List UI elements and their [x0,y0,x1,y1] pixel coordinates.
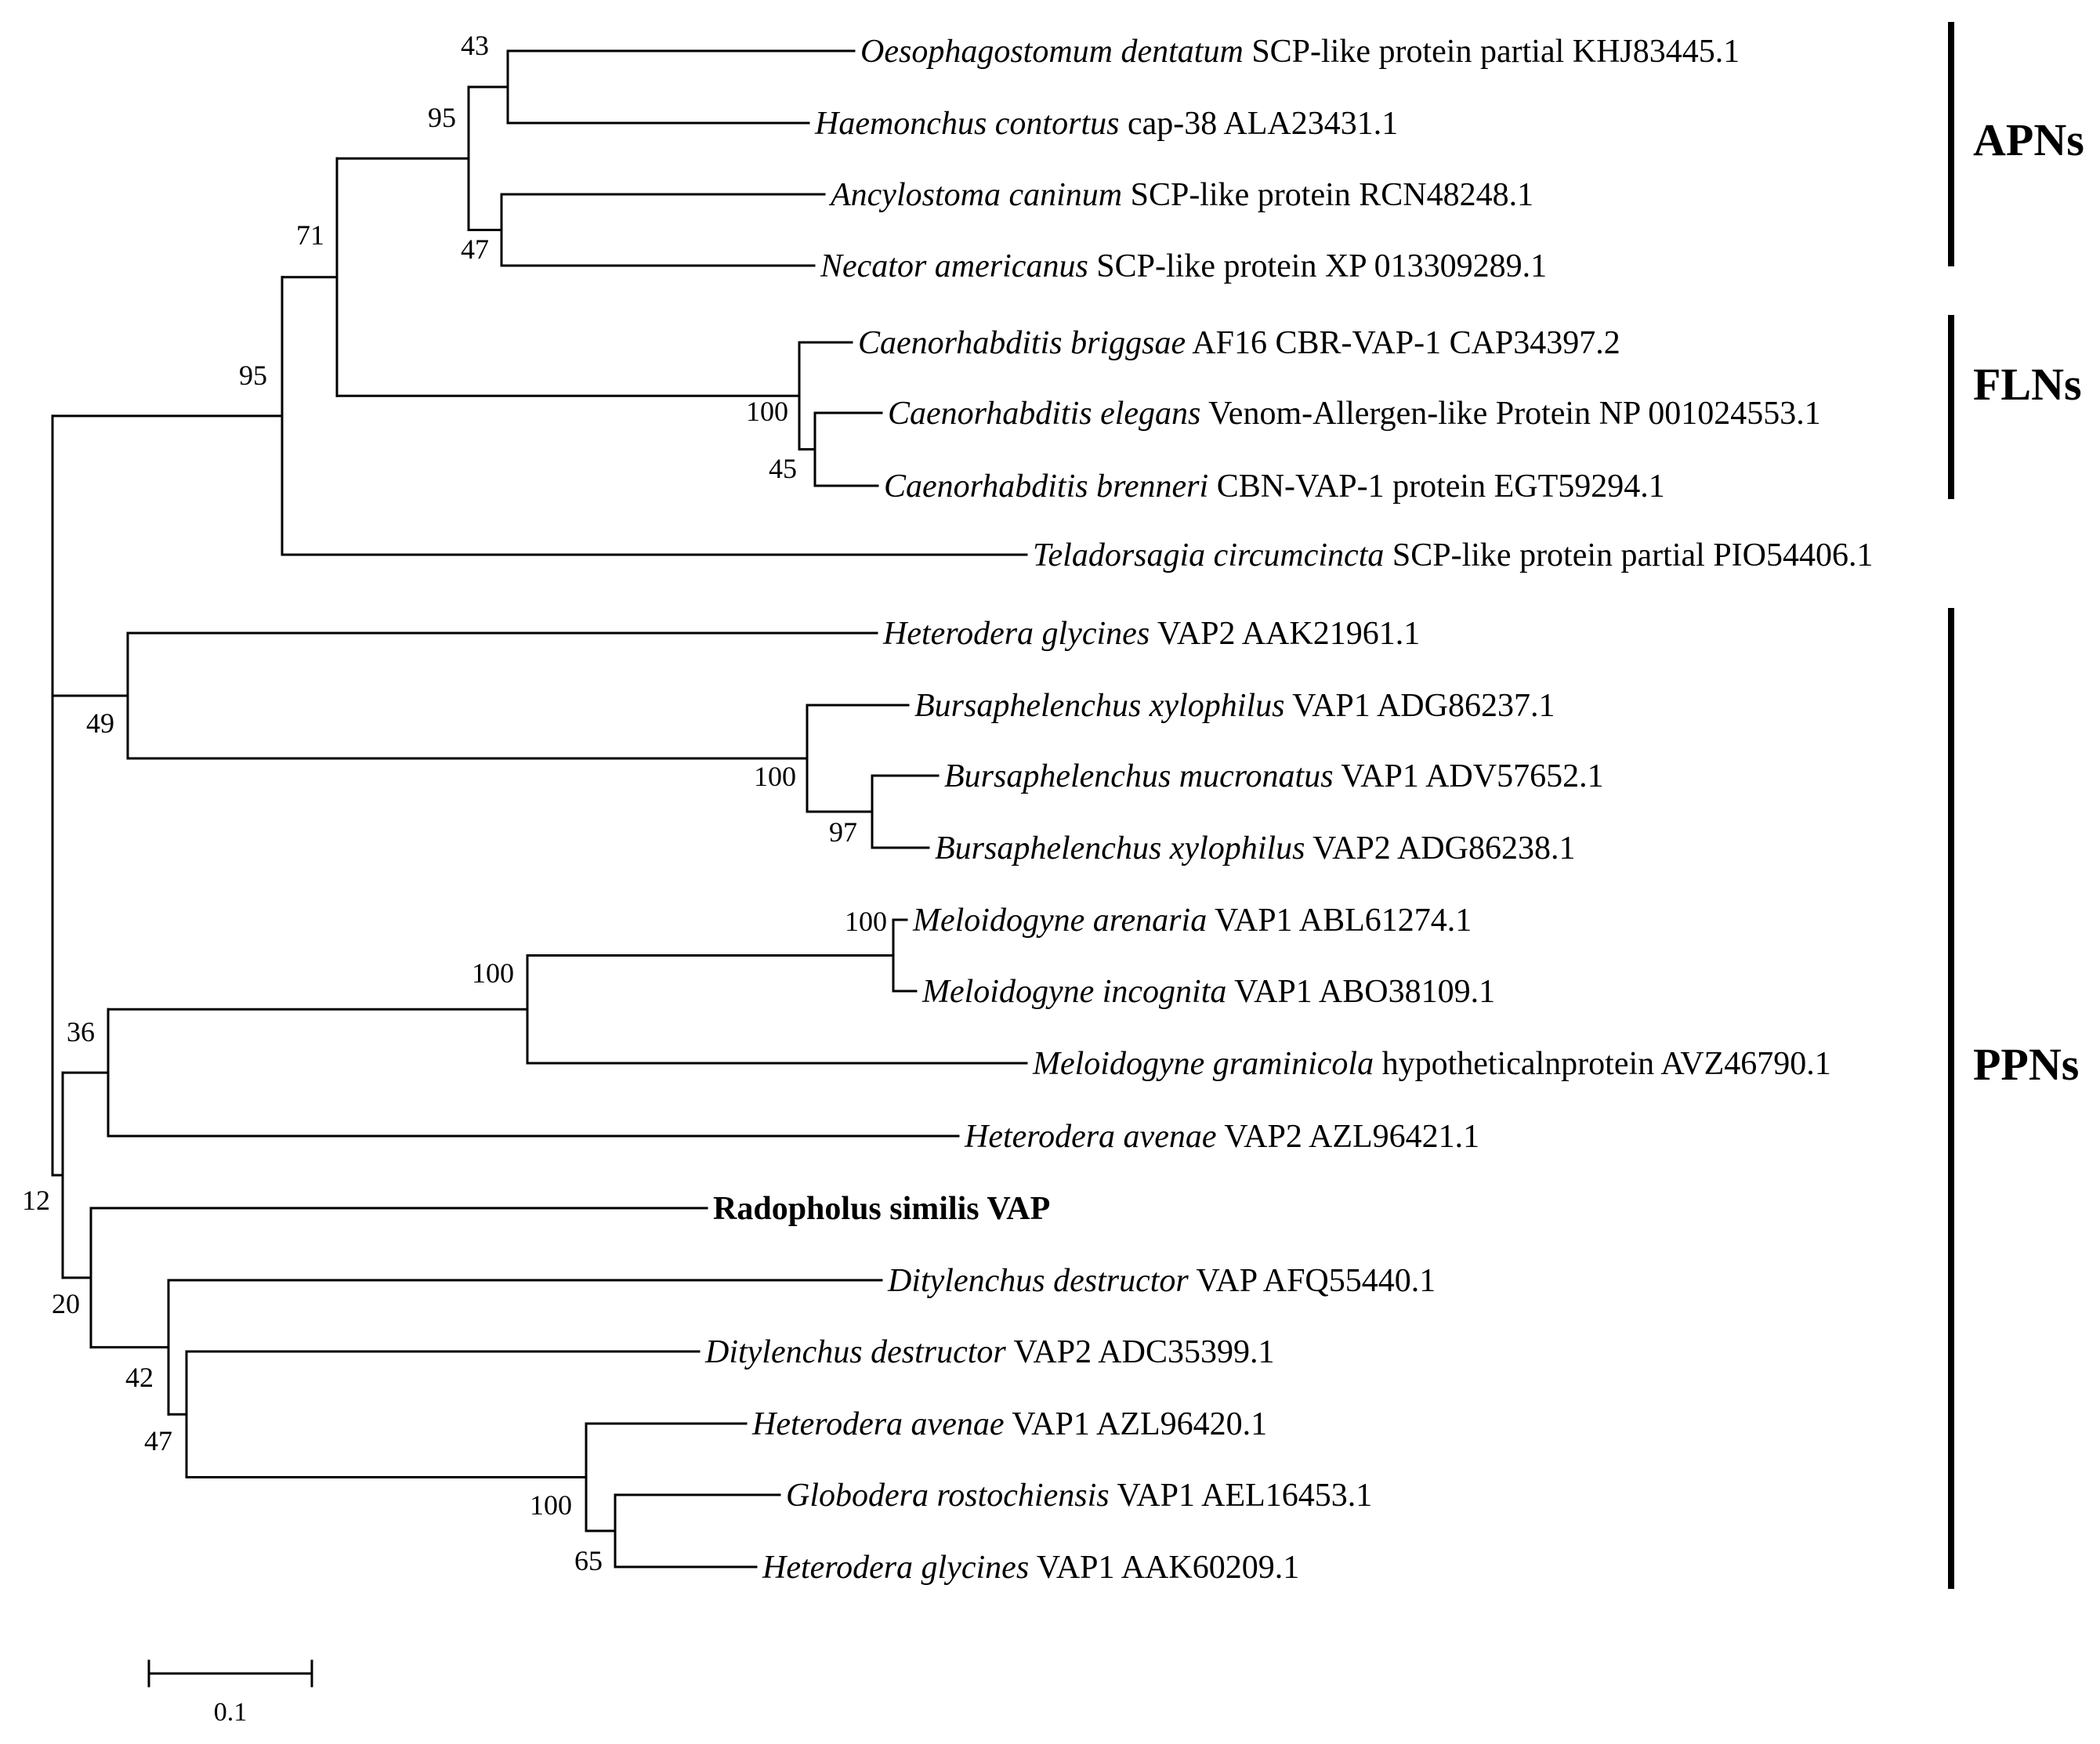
tip-label: Radopholus similis VAP [713,1191,1050,1227]
sequence-description: hypotheticalnprotein AVZ46790.1 [1374,1046,1831,1082]
species-name: Radopholus similis VAP [713,1191,1050,1227]
tip-label: Ditylenchus destructor VAP2 ADC35399.1 [704,1334,1274,1370]
tip-label: Ditylenchus destructor VAP AFQ55440.1 [887,1263,1436,1299]
tip-labels: Oesophagostomum dentatum SCP-like protei… [704,34,1874,1586]
sequence-description: VAP1 AAK60209.1 [1029,1550,1299,1586]
sequence-description: Venom-Allergen-like Protein NP 001024553… [1200,396,1820,432]
tip-label: Caenorhabditis briggsae AF16 CBR-VAP-1 C… [858,325,1620,361]
sequence-description: VAP2 ADG86238.1 [1305,830,1575,867]
species-name: Caenorhabditis elegans [888,396,1200,432]
sequence-description: VAP2 AAK21961.1 [1150,616,1420,652]
sequence-description: VAP2 AZL96421.1 [1216,1119,1479,1155]
support-value: 36 [67,1016,95,1047]
support-value: 71 [296,219,324,251]
species-name: Heterodera glycines [882,616,1150,652]
support-value: 100 [746,396,788,427]
tip-label: Meloidogyne graminicola hypotheticalnpro… [1032,1046,1831,1082]
support-value: 49 [86,707,114,739]
species-name: Haemonchus contortus [814,106,1119,142]
sequence-description: CBN-VAP-1 protein EGT59294.1 [1208,469,1665,505]
tip-label: Meloidogyne arenaria VAP1 ABL61274.1 [912,903,1472,939]
species-name: Ditylenchus destructor [704,1334,1006,1370]
species-name: Ancylostoma caninum [828,177,1122,213]
support-value: 100 [530,1489,572,1521]
tip-label: Teladorsagia circumcincta SCP-like prote… [1033,537,1874,573]
tip-label: Ancylostoma caninum SCP-like protein RCN… [828,177,1533,213]
species-name: Heterodera avenae [751,1406,1004,1442]
clade-label-apn: APNs [1973,114,2084,165]
tip-label: Necator americanus SCP-like protein XP 0… [820,248,1547,284]
sequence-description: VAP1 ADG86237.1 [1284,688,1555,724]
tip-label: Bursaphelenchus mucronatus VAP1 ADV57652… [944,758,1604,794]
sequence-description: SCP-like protein partial KHJ83445.1 [1244,34,1740,70]
species-name: Oesophagostomum dentatum [860,34,1244,70]
tip-label: Haemonchus contortus cap-38 ALA23431.1 [814,106,1398,142]
support-value: 43 [461,30,489,61]
clade-label-ppn: PPNs [1973,1039,2079,1090]
sequence-description: AF16 CBR-VAP-1 CAP34397.2 [1186,325,1620,361]
support-value: 42 [125,1362,154,1393]
clade-label-fln: FLNs [1973,359,2082,410]
species-name: Bursaphelenchus xylophilus [935,830,1305,867]
species-name: Caenorhabditis brenneri [884,469,1208,505]
sequence-description: SCP-like protein RCN48248.1 [1122,177,1533,213]
support-value: 47 [461,233,489,265]
sequence-description: VAP1 ABO38109.1 [1226,974,1495,1010]
sequence-description: VAP2 ADC35399.1 [1006,1334,1275,1370]
support-value: 100 [845,906,887,937]
sequence-description: VAP1 ABL61274.1 [1207,903,1472,939]
species-name: Meloidogyne graminicola [1032,1046,1374,1082]
scale-bar: 0.1 [147,1659,313,1727]
species-name: Necator americanus [820,248,1088,284]
support-value: 95 [428,102,456,133]
species-name: Meloidogyne incognita [921,974,1226,1010]
support-value: 100 [472,957,514,989]
tip-label: Bursaphelenchus xylophilus VAP1 ADG86237… [914,688,1555,724]
species-name: Bursaphelenchus xylophilus [914,688,1284,724]
support-value: 12 [22,1185,50,1216]
species-name: Heterodera avenae [964,1119,1216,1155]
species-name: Meloidogyne arenaria [912,903,1207,939]
scale-bar-label: 0.1 [214,1698,248,1727]
support-value: 97 [829,816,857,848]
species-name: Globodera rostochiensis [786,1478,1110,1514]
tip-label: Heterodera glycines VAP2 AAK21961.1 [882,616,1420,652]
tip-label: Heterodera glycines VAP1 AAK60209.1 [762,1550,1299,1586]
tree-branches [51,49,1028,1569]
sequence-description: SCP-like protein partial PIO54406.1 [1384,537,1873,573]
tip-label: Bursaphelenchus xylophilus VAP2 ADG86238… [935,830,1575,867]
sequence-description: VAP1 AZL96420.1 [1004,1406,1267,1442]
tip-label: Oesophagostomum dentatum SCP-like protei… [860,34,1740,70]
sequence-description: VAP1 AEL16453.1 [1110,1478,1373,1514]
tip-label: Caenorhabditis brenneri CBN-VAP-1 protei… [884,469,1665,505]
support-value: 45 [769,453,797,484]
species-name: Teladorsagia circumcincta [1033,537,1384,573]
tip-label: Caenorhabditis elegans Venom-Allergen-li… [888,396,1821,432]
support-values: 43 95 47 71 95 100 45 49 100 97 100 100 36 12 20 42 47 10… [22,30,887,1576]
sequence-description: VAP1 ADV57652.1 [1334,758,1604,794]
support-value: 20 [52,1288,80,1319]
tip-label: Heterodera avenae VAP1 AZL96420.1 [751,1406,1267,1442]
support-value: 47 [144,1425,172,1456]
support-value: 100 [754,761,796,792]
support-value: 65 [574,1545,603,1576]
tip-label: Heterodera avenae VAP2 AZL96421.1 [964,1119,1479,1155]
tip-label: Meloidogyne incognita VAP1 ABO38109.1 [921,974,1495,1010]
sequence-description: SCP-like protein XP 013309289.1 [1088,248,1547,284]
species-name: Ditylenchus destructor [887,1263,1189,1299]
species-name: Caenorhabditis briggsae [858,325,1186,361]
species-name: Heterodera glycines [762,1550,1029,1586]
sequence-description: VAP AFQ55440.1 [1189,1263,1436,1299]
sequence-description: cap-38 ALA23431.1 [1119,106,1398,142]
tip-label: Globodera rostochiensis VAP1 AEL16453.1 [786,1478,1372,1514]
support-value: 95 [239,360,267,391]
species-name: Bursaphelenchus mucronatus [944,758,1334,794]
